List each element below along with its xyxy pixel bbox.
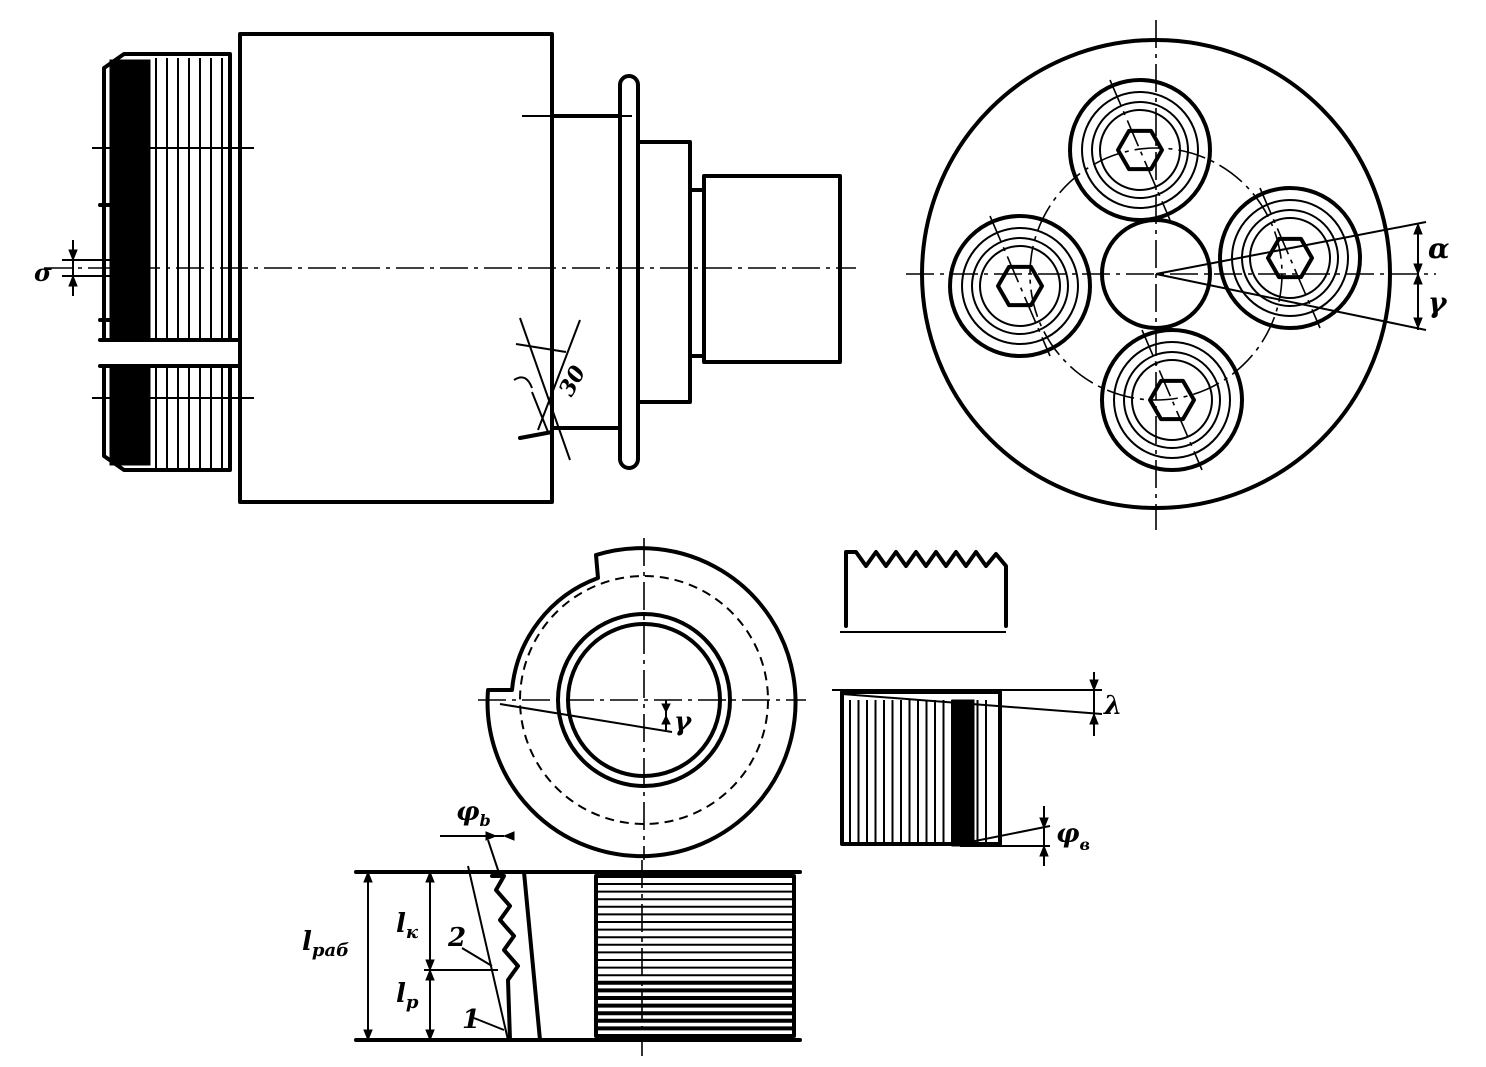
chaser-dark-flank bbox=[109, 59, 151, 466]
die-head-side-view: σ 30 bbox=[34, 32, 856, 504]
number-1-label: 1 bbox=[462, 1005, 480, 1035]
l-p-label: lр bbox=[396, 979, 419, 1013]
phi-label-side: φв bbox=[1056, 819, 1090, 854]
chaser-thread-block bbox=[92, 52, 254, 472]
lambda-label: λ bbox=[1103, 691, 1122, 721]
die-ring-section: φb lраб lк lр 2 1 bbox=[302, 797, 802, 1056]
side-thread-block bbox=[840, 690, 1002, 846]
chaser-thread-lines bbox=[155, 58, 223, 468]
section-thread-lines bbox=[596, 883, 794, 1031]
alpha-label: α bbox=[1428, 232, 1450, 265]
split-die-ring-view: γ bbox=[478, 538, 806, 860]
roller-group bbox=[948, 78, 1362, 472]
section-chaser-teeth bbox=[490, 874, 520, 1042]
head-shank bbox=[702, 174, 842, 364]
side-top-thread bbox=[844, 550, 1008, 628]
thirty-degree-detail: 30 bbox=[513, 317, 592, 461]
die-side-view: λ φв bbox=[832, 550, 1122, 866]
roller-1 bbox=[1068, 78, 1212, 222]
gamma-label-ring: γ bbox=[674, 707, 693, 737]
thirty-label: 30 bbox=[554, 361, 592, 401]
sigma-label: σ bbox=[34, 258, 52, 287]
roller-4 bbox=[948, 214, 1092, 358]
section-thread-block bbox=[594, 874, 796, 1038]
head-collar bbox=[636, 140, 692, 404]
head-flange bbox=[618, 74, 640, 470]
ring-outer-contour bbox=[485, 546, 798, 859]
die-head-front-view: α γ bbox=[906, 20, 1450, 530]
l-k-label: lк bbox=[396, 909, 419, 943]
number-2-label: 2 bbox=[447, 923, 466, 953]
phi-label-section: φb bbox=[456, 797, 491, 830]
side-dark-flank bbox=[951, 699, 975, 847]
gamma-label-head: γ bbox=[1428, 286, 1448, 319]
roller-3 bbox=[1100, 328, 1244, 472]
pitch-circle bbox=[1029, 147, 1283, 401]
l-rab-label: lраб bbox=[302, 927, 349, 961]
sigma-dimension: σ bbox=[34, 240, 110, 296]
